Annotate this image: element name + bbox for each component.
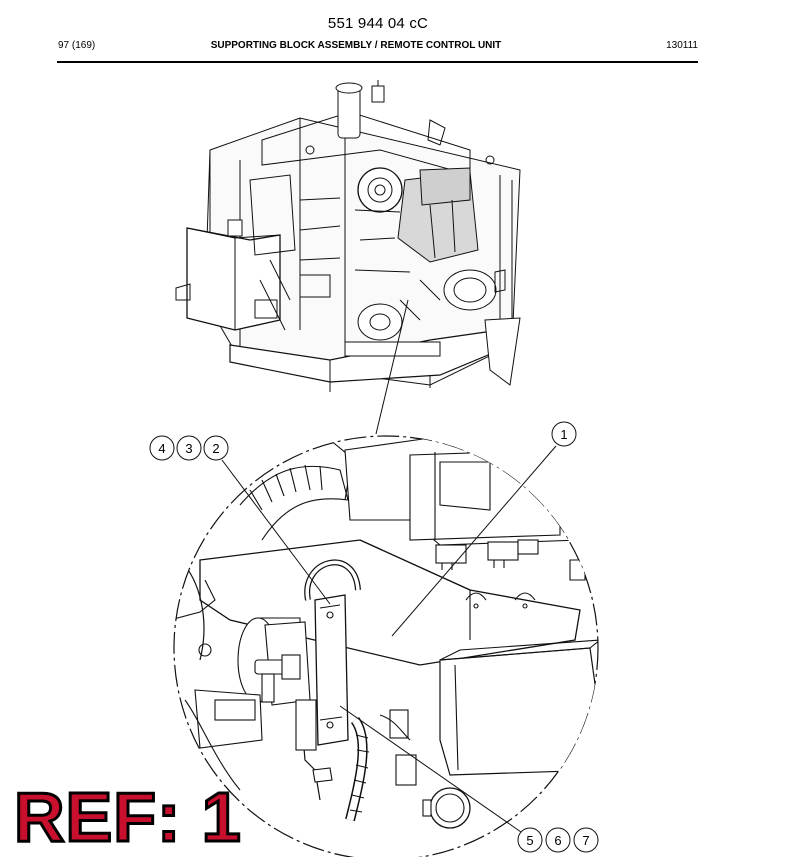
leader-part-1 (391, 445, 557, 637)
header-row: 97 (169) SUPPORTING BLOCK ASSEMBLY / REM… (58, 40, 698, 56)
callout-3: 3 (176, 435, 202, 461)
callout-1: 1 (551, 421, 577, 447)
overall-assembly-view (175, 80, 521, 392)
header-divider (57, 61, 698, 63)
callout-5: 5 (517, 827, 543, 853)
callout-7: 7 (573, 827, 599, 853)
callout-6: 6 (545, 827, 571, 853)
page-reference: 97 (169) (58, 40, 96, 51)
callout-6-label: 6 (554, 833, 561, 848)
leader-parts-2-4 (221, 459, 331, 605)
callout-2-label: 2 (212, 441, 219, 456)
detail-view-content (174, 437, 598, 829)
reference-label: REF: 1 (13, 778, 243, 856)
page-title: SUPPORTING BLOCK ASSEMBLY / REMOTE CONTR… (210, 40, 502, 51)
detail-leader-line (375, 299, 409, 435)
callout-3-label: 3 (185, 441, 192, 456)
leader-parts-5-7 (339, 705, 522, 833)
callout-balloons: 1 4 3 2 5 6 7 (149, 421, 599, 853)
callout-leaders (221, 445, 557, 833)
callout-7-label: 7 (582, 833, 589, 848)
callout-4: 4 (149, 435, 175, 461)
document-number: 551 944 04 cC (327, 15, 429, 32)
date-code: 130111 (666, 40, 698, 51)
callout-4-label: 4 (158, 441, 165, 456)
callout-2: 2 (203, 435, 229, 461)
callout-1-label: 1 (560, 427, 567, 442)
callout-5-label: 5 (526, 833, 533, 848)
